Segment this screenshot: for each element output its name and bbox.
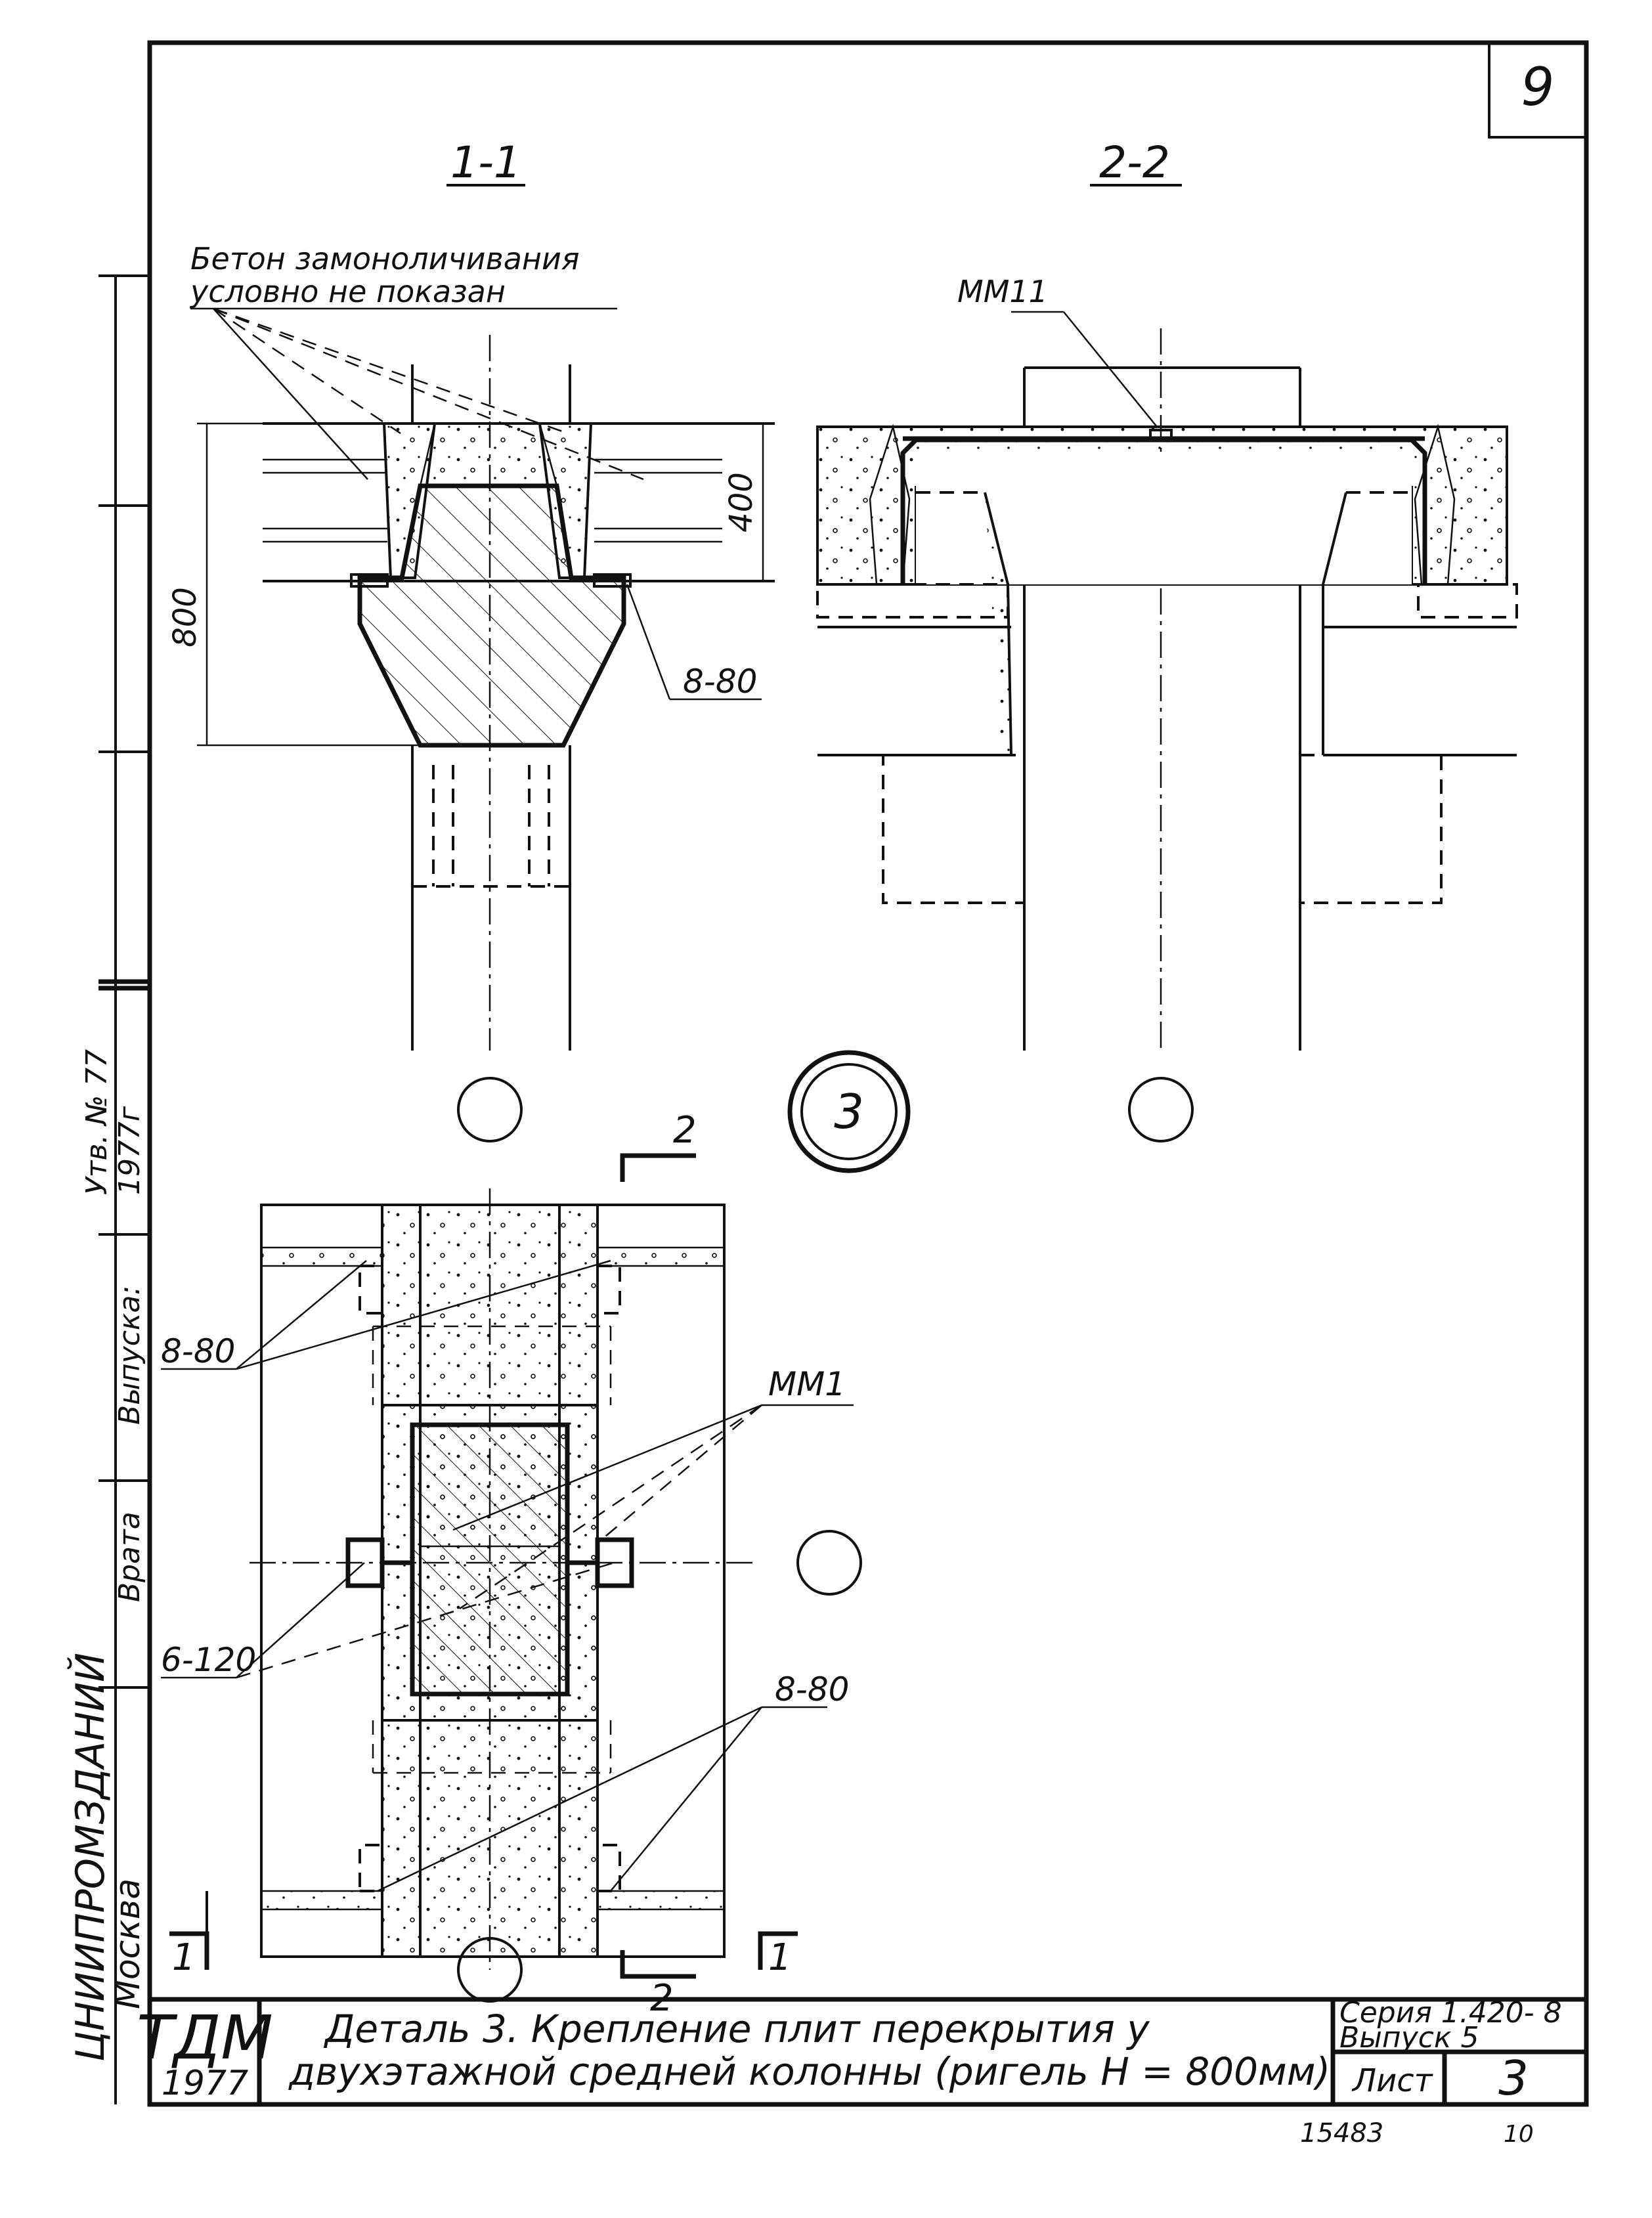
title-block: [150, 1997, 1586, 2104]
side-put-text: Врата: [113, 1511, 146, 1602]
sheet-label: Лист: [1351, 2062, 1434, 2099]
org-logo: ТДМ: [137, 2003, 272, 2073]
detail-marker: [787, 1050, 911, 1173]
side-city: Москва: [108, 1879, 148, 2009]
detail-number: 3: [834, 1084, 864, 1139]
issue-label: Выпуск 5: [1339, 2021, 1479, 2055]
sheet-frame: [147, 40, 1589, 2107]
stamp-year: 1977: [162, 2064, 248, 2103]
side-org-name: ЦНИИПРОМЗДАНИЙ: [67, 1653, 114, 2062]
section-2-2-title: 2-2: [1099, 137, 1170, 188]
part-label-mm1: ММ1: [768, 1365, 846, 1403]
drawing-title-line2: двухэтажной средней колонны (ригель Н = …: [288, 2049, 1330, 2094]
section-1-1: [190, 184, 775, 1142]
sheet-number: 3: [1498, 2051, 1529, 2106]
cut-1-right-label: 1: [768, 1936, 792, 1979]
drawing-title-line1: Деталь 3. Крепление плит перекрытия у: [323, 2007, 1150, 2051]
side-approval-text: Утв. № 77: [80, 1049, 114, 1195]
cut-1-left-label: 1: [172, 1936, 196, 1979]
weld-label-top: 8-80: [161, 1332, 235, 1370]
section-2-2: [816, 184, 1518, 1142]
side-date-text: 1977г: [113, 1106, 146, 1195]
series-label: Серия 1.420- 8: [1339, 1996, 1562, 2030]
part-label-mm11: ММ11: [957, 274, 1048, 309]
dim-800-label: 800: [167, 587, 204, 647]
plan-view: [161, 1153, 862, 2003]
footer-small: 10: [1504, 2121, 1534, 2148]
corner-sheet-number: 9: [1521, 56, 1555, 118]
concrete-note-line2: условно не показан: [189, 274, 506, 309]
concrete-note-line1: Бетон замоноличивания: [190, 241, 580, 276]
section-1-1-title: 1-1: [450, 137, 521, 188]
weld-label-1-1: 8-80: [683, 663, 757, 701]
cut-2-top-label: 2: [673, 1109, 697, 1152]
footer-code: 15483: [1300, 2118, 1383, 2148]
weld-label-bottom: 8-80: [775, 1670, 849, 1708]
weld-label-side: 6-120: [161, 1641, 256, 1679]
dim-400-label: 400: [723, 472, 760, 533]
side-margin-stamp: [98, 274, 150, 2104]
side-issue-text: Выпуска:: [113, 1286, 146, 1425]
